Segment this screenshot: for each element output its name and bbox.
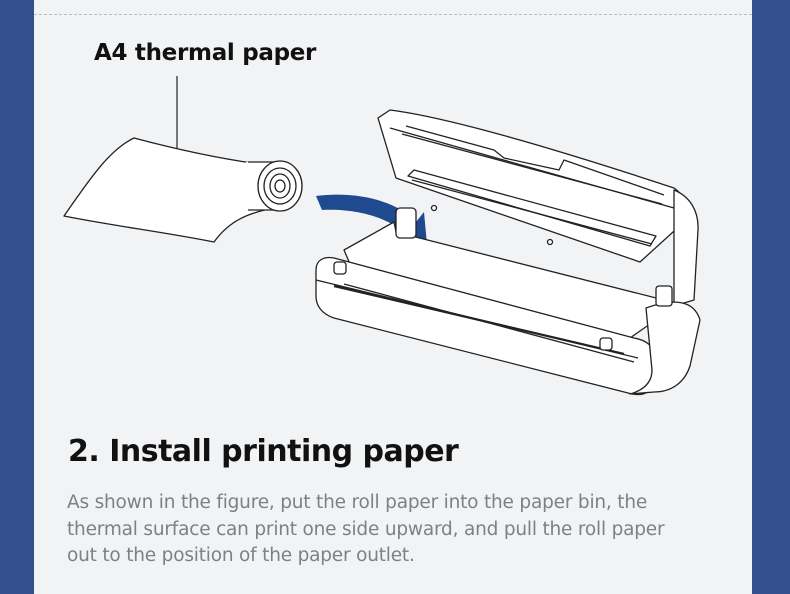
thermal-paper-roll-icon [63,137,303,243]
section-title: 2. Install printing paper [68,434,459,469]
paper-label: A4 thermal paper [94,40,317,66]
dashed-divider [34,14,752,15]
instruction-card: A4 thermal paper [34,0,752,594]
section-description: As shown in the figure, put the roll pap… [67,490,727,570]
description-line: out to the position of the paper outlet. [67,545,415,566]
printer-icon [315,109,701,396]
printer-illustration [63,76,701,396]
description-line: thermal surface can print one side upwar… [67,518,665,540]
description-line: As shown in the figure, put the roll pap… [67,492,648,513]
